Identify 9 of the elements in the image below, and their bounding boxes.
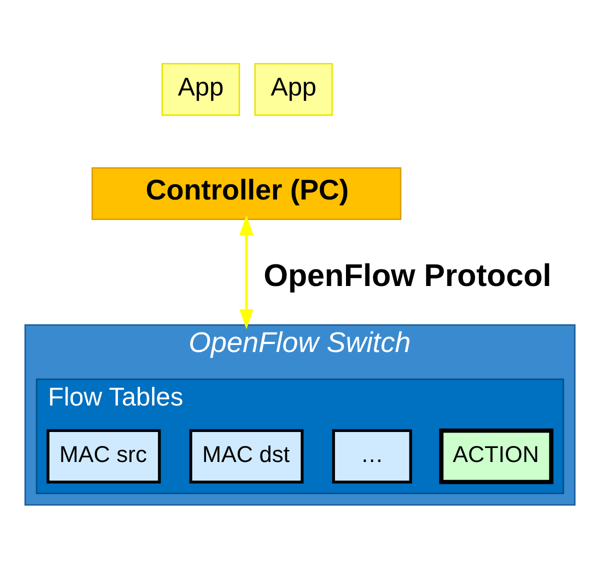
arrow: [239, 215, 254, 330]
node-box: MAC dst: [189, 429, 304, 484]
node-box: ACTION: [439, 428, 554, 484]
node-box: …: [332, 429, 412, 484]
edge-label: OpenFlow Protocol: [264, 258, 552, 293]
node-box: App: [162, 63, 240, 116]
node-box: App: [254, 63, 333, 116]
node-box: Controller (PC): [92, 167, 402, 220]
node-box: MAC src: [46, 429, 161, 484]
